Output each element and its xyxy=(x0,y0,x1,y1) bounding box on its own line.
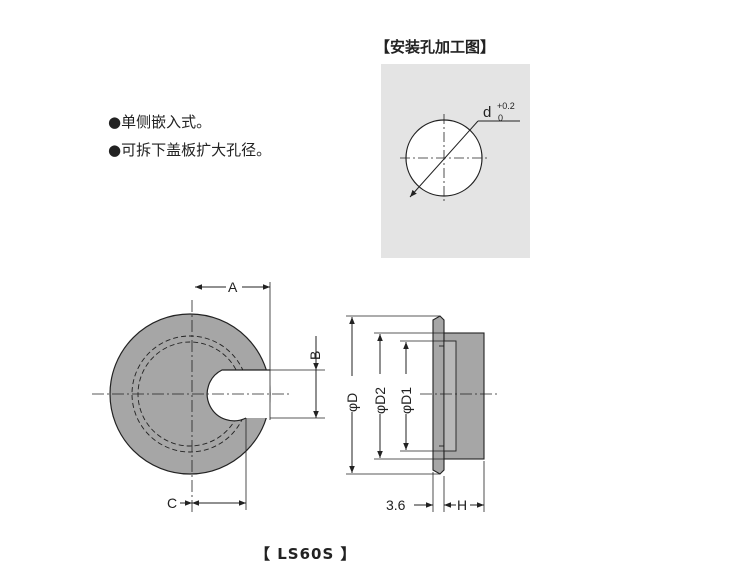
install-dia-leader xyxy=(409,120,479,198)
feature-text-1: ●单侧嵌入式。 xyxy=(108,113,212,131)
side-view: φD φD2 φD1 3.6 H xyxy=(344,315,500,513)
dim-a-label: A xyxy=(228,279,238,295)
feature-item-1: ●单侧嵌入式。 xyxy=(108,111,211,132)
dim-h-label-bg xyxy=(456,497,470,513)
cable-slot-outline xyxy=(206,369,270,422)
install-dia-label: d xyxy=(483,104,491,121)
dim-d2-label: φD2 xyxy=(372,387,388,414)
side-inner-step xyxy=(443,340,457,452)
dim-a-label-bg xyxy=(226,279,242,293)
install-panel-title: 【安装孔加工图】 xyxy=(375,38,496,56)
dim-d1-label: φD1 xyxy=(398,387,414,414)
install-hole-panel: d +0.2 0 xyxy=(381,64,530,258)
dim-d1-label-bg xyxy=(398,374,414,414)
dim-c-label: C xyxy=(167,495,177,511)
model-label: 【 LS60S 】 xyxy=(255,545,357,563)
install-tol-upper: +0.2 xyxy=(497,101,515,111)
dim-h-label: H xyxy=(457,497,467,513)
feature-item-2: ●可拆下盖板扩大孔径。 xyxy=(108,139,271,160)
dim-flange-label: 3.6 xyxy=(386,497,406,513)
side-flange xyxy=(432,315,445,475)
front-view: A B C xyxy=(92,279,325,512)
dim-d-label: φD xyxy=(344,393,360,412)
dim-d-label-bg xyxy=(344,376,360,412)
feature-text-2: ●可拆下盖板扩大孔径。 xyxy=(108,141,272,159)
install-tol-lower: 0 xyxy=(498,113,503,123)
dim-d2-label-bg xyxy=(372,374,388,414)
cable-slot-fill xyxy=(207,370,270,421)
dim-b-label: B xyxy=(307,351,323,360)
